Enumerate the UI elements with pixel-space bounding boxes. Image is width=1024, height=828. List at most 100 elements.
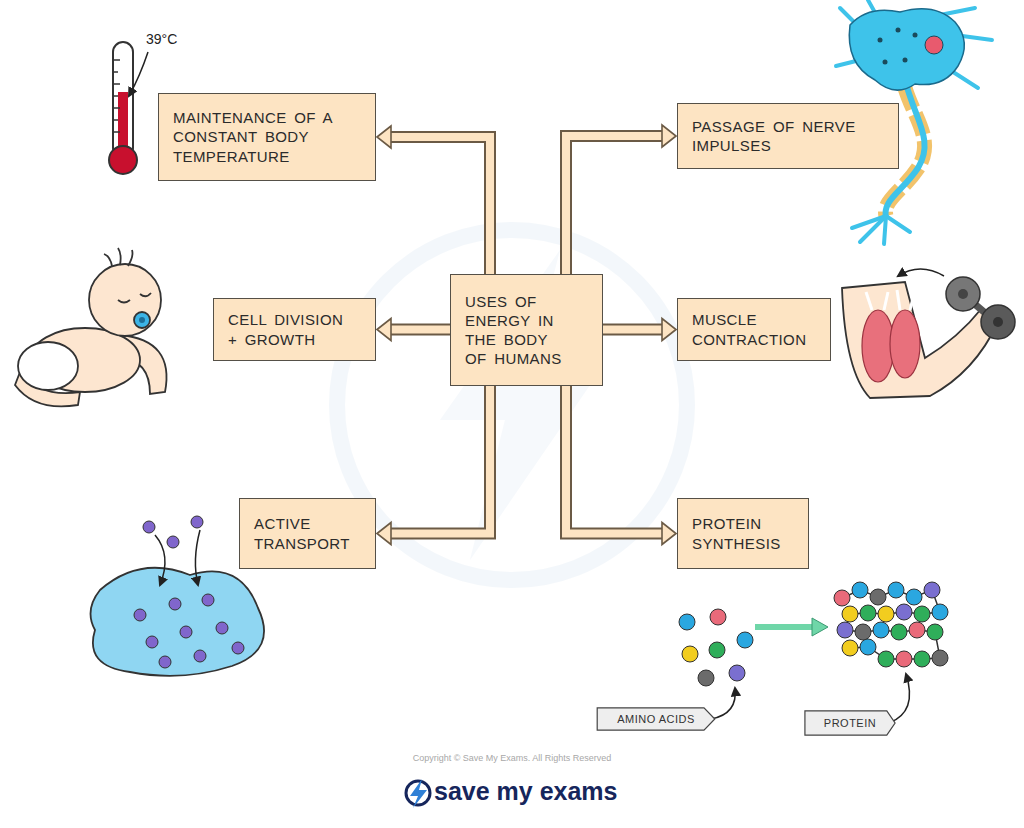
arm-dumbbell-part [958, 289, 968, 299]
protein-chain-part [909, 622, 925, 638]
watermark [337, 230, 687, 580]
arrow-outline [603, 324, 664, 336]
temperature-label: 39°C [146, 31, 177, 47]
thermometer-part [113, 131, 120, 133]
tag-leaders-part [889, 674, 910, 723]
neuron-part [883, 60, 888, 65]
neuron-part-part [860, 216, 886, 242]
node-text: MAINTENANCE OF A CONSTANT BODY TEMPERATU… [173, 108, 349, 166]
use-box: PROTEIN SYNTHESIS [677, 498, 809, 569]
protein-chain-part [878, 651, 894, 667]
active-transport-cell-part-part [216, 622, 228, 634]
use-box: MUSCLE CONTRACTION [677, 298, 831, 361]
protein-chain-part [914, 606, 930, 622]
arrow-head [377, 319, 391, 341]
energy-arrow [377, 319, 450, 341]
protein-chain-part [842, 590, 940, 659]
arrow-head [377, 126, 391, 148]
neuron-part [925, 36, 943, 54]
protein-chain-part [842, 640, 858, 656]
thermometer [109, 42, 148, 174]
active-transport-cell-part [195, 530, 200, 585]
thermometer-part [113, 95, 118, 97]
energy-arrow [377, 126, 490, 274]
arm-dumbbell-part [946, 277, 980, 311]
protein-chain-part [855, 624, 871, 640]
protein-chain-part [878, 606, 894, 622]
active-transport-cell-part-part [143, 521, 155, 533]
logo-icon-part [410, 779, 427, 808]
energy-arrow [566, 386, 676, 545]
protein-chain-part [842, 606, 858, 622]
energy-arrow [566, 125, 676, 274]
amino-acid-circles-part [710, 609, 726, 625]
baby-part [139, 317, 145, 323]
neuron-part [903, 58, 908, 63]
arrow-outline [389, 324, 450, 336]
baby [15, 248, 167, 406]
arrow-outline [389, 137, 490, 274]
thermometer-part [113, 83, 120, 85]
node-text: MUSCLE CONTRACTION [692, 310, 806, 348]
thermometer-part [129, 52, 148, 96]
neuron-part [896, 28, 901, 33]
node-text: PASSAGE OF NERVE IMPULSES [692, 117, 872, 155]
protein-chain-part [860, 605, 876, 621]
arrow-outline [389, 386, 490, 534]
arrow-outline [566, 136, 664, 274]
node-text: ACTIVE TRANSPORT [254, 514, 350, 552]
arrow-head [377, 523, 391, 545]
protein-chain-part [906, 589, 922, 605]
amino-acid-circles-part [729, 665, 745, 681]
protein-chain-part [888, 582, 904, 598]
neuron-part [878, 38, 883, 43]
active-transport-cell-part [155, 535, 165, 585]
neuron-part-part [884, 216, 886, 244]
energy-arrow [603, 319, 676, 341]
neuron-part [913, 33, 918, 38]
amino-acid-circles-part [737, 632, 753, 648]
active-transport-cell-part-part [167, 536, 179, 548]
neuron-part-part [886, 216, 910, 232]
protein-chain-part [837, 622, 853, 638]
use-box: CELL DIVISION + GROWTH [213, 298, 376, 361]
protein-chain-part [932, 604, 948, 620]
synthesis-arrow [755, 618, 828, 636]
protein-chain [834, 582, 948, 667]
arm-dumbbell-part [866, 290, 915, 310]
protein-chain-part [932, 650, 948, 666]
arrow-outline [566, 386, 664, 534]
neuron-part [849, 9, 964, 90]
protein-chain-part [834, 590, 850, 606]
protein-chain-part [873, 622, 889, 638]
protein-chain-part [927, 624, 943, 640]
arrow-fill [603, 326, 664, 334]
active-transport-cell-part-part [180, 626, 192, 638]
synthesis-arrow-part [755, 624, 816, 630]
baby-part [89, 264, 161, 336]
active-transport-cell-part-part [146, 636, 158, 648]
baby-part [118, 293, 151, 303]
arm-dumbbell-part [862, 310, 894, 382]
node-text: USES OF ENERGY IN THE BODY OF HUMANS [465, 292, 576, 369]
arrow-head [662, 319, 676, 341]
arrow-fill [566, 386, 664, 534]
node-text: AMINO ACIDS [617, 713, 695, 725]
amino-acid-circles [679, 609, 753, 686]
thermometer-part [113, 59, 120, 61]
label-tag: AMINO ACIDS [596, 707, 716, 731]
active-transport-cell-part-part [169, 598, 181, 610]
active-transport-cell-part-part [134, 609, 146, 621]
amino-acid-circles-part [682, 646, 698, 662]
arrow-fill [389, 326, 450, 334]
use-box: ACTIVE TRANSPORT [239, 498, 376, 569]
tag-leaders-part [711, 688, 735, 719]
amino-acid-circles-part [698, 670, 714, 686]
use-box: MAINTENANCE OF A CONSTANT BODY TEMPERATU… [158, 93, 376, 181]
arm-dumbbell [842, 269, 1015, 398]
central-box: USES OF ENERGY IN THE BODY OF HUMANS [450, 274, 603, 386]
active-transport-cell-part [134, 516, 244, 668]
protein-chain-part [924, 582, 940, 598]
use-box: PASSAGE OF NERVE IMPULSES [677, 103, 899, 169]
